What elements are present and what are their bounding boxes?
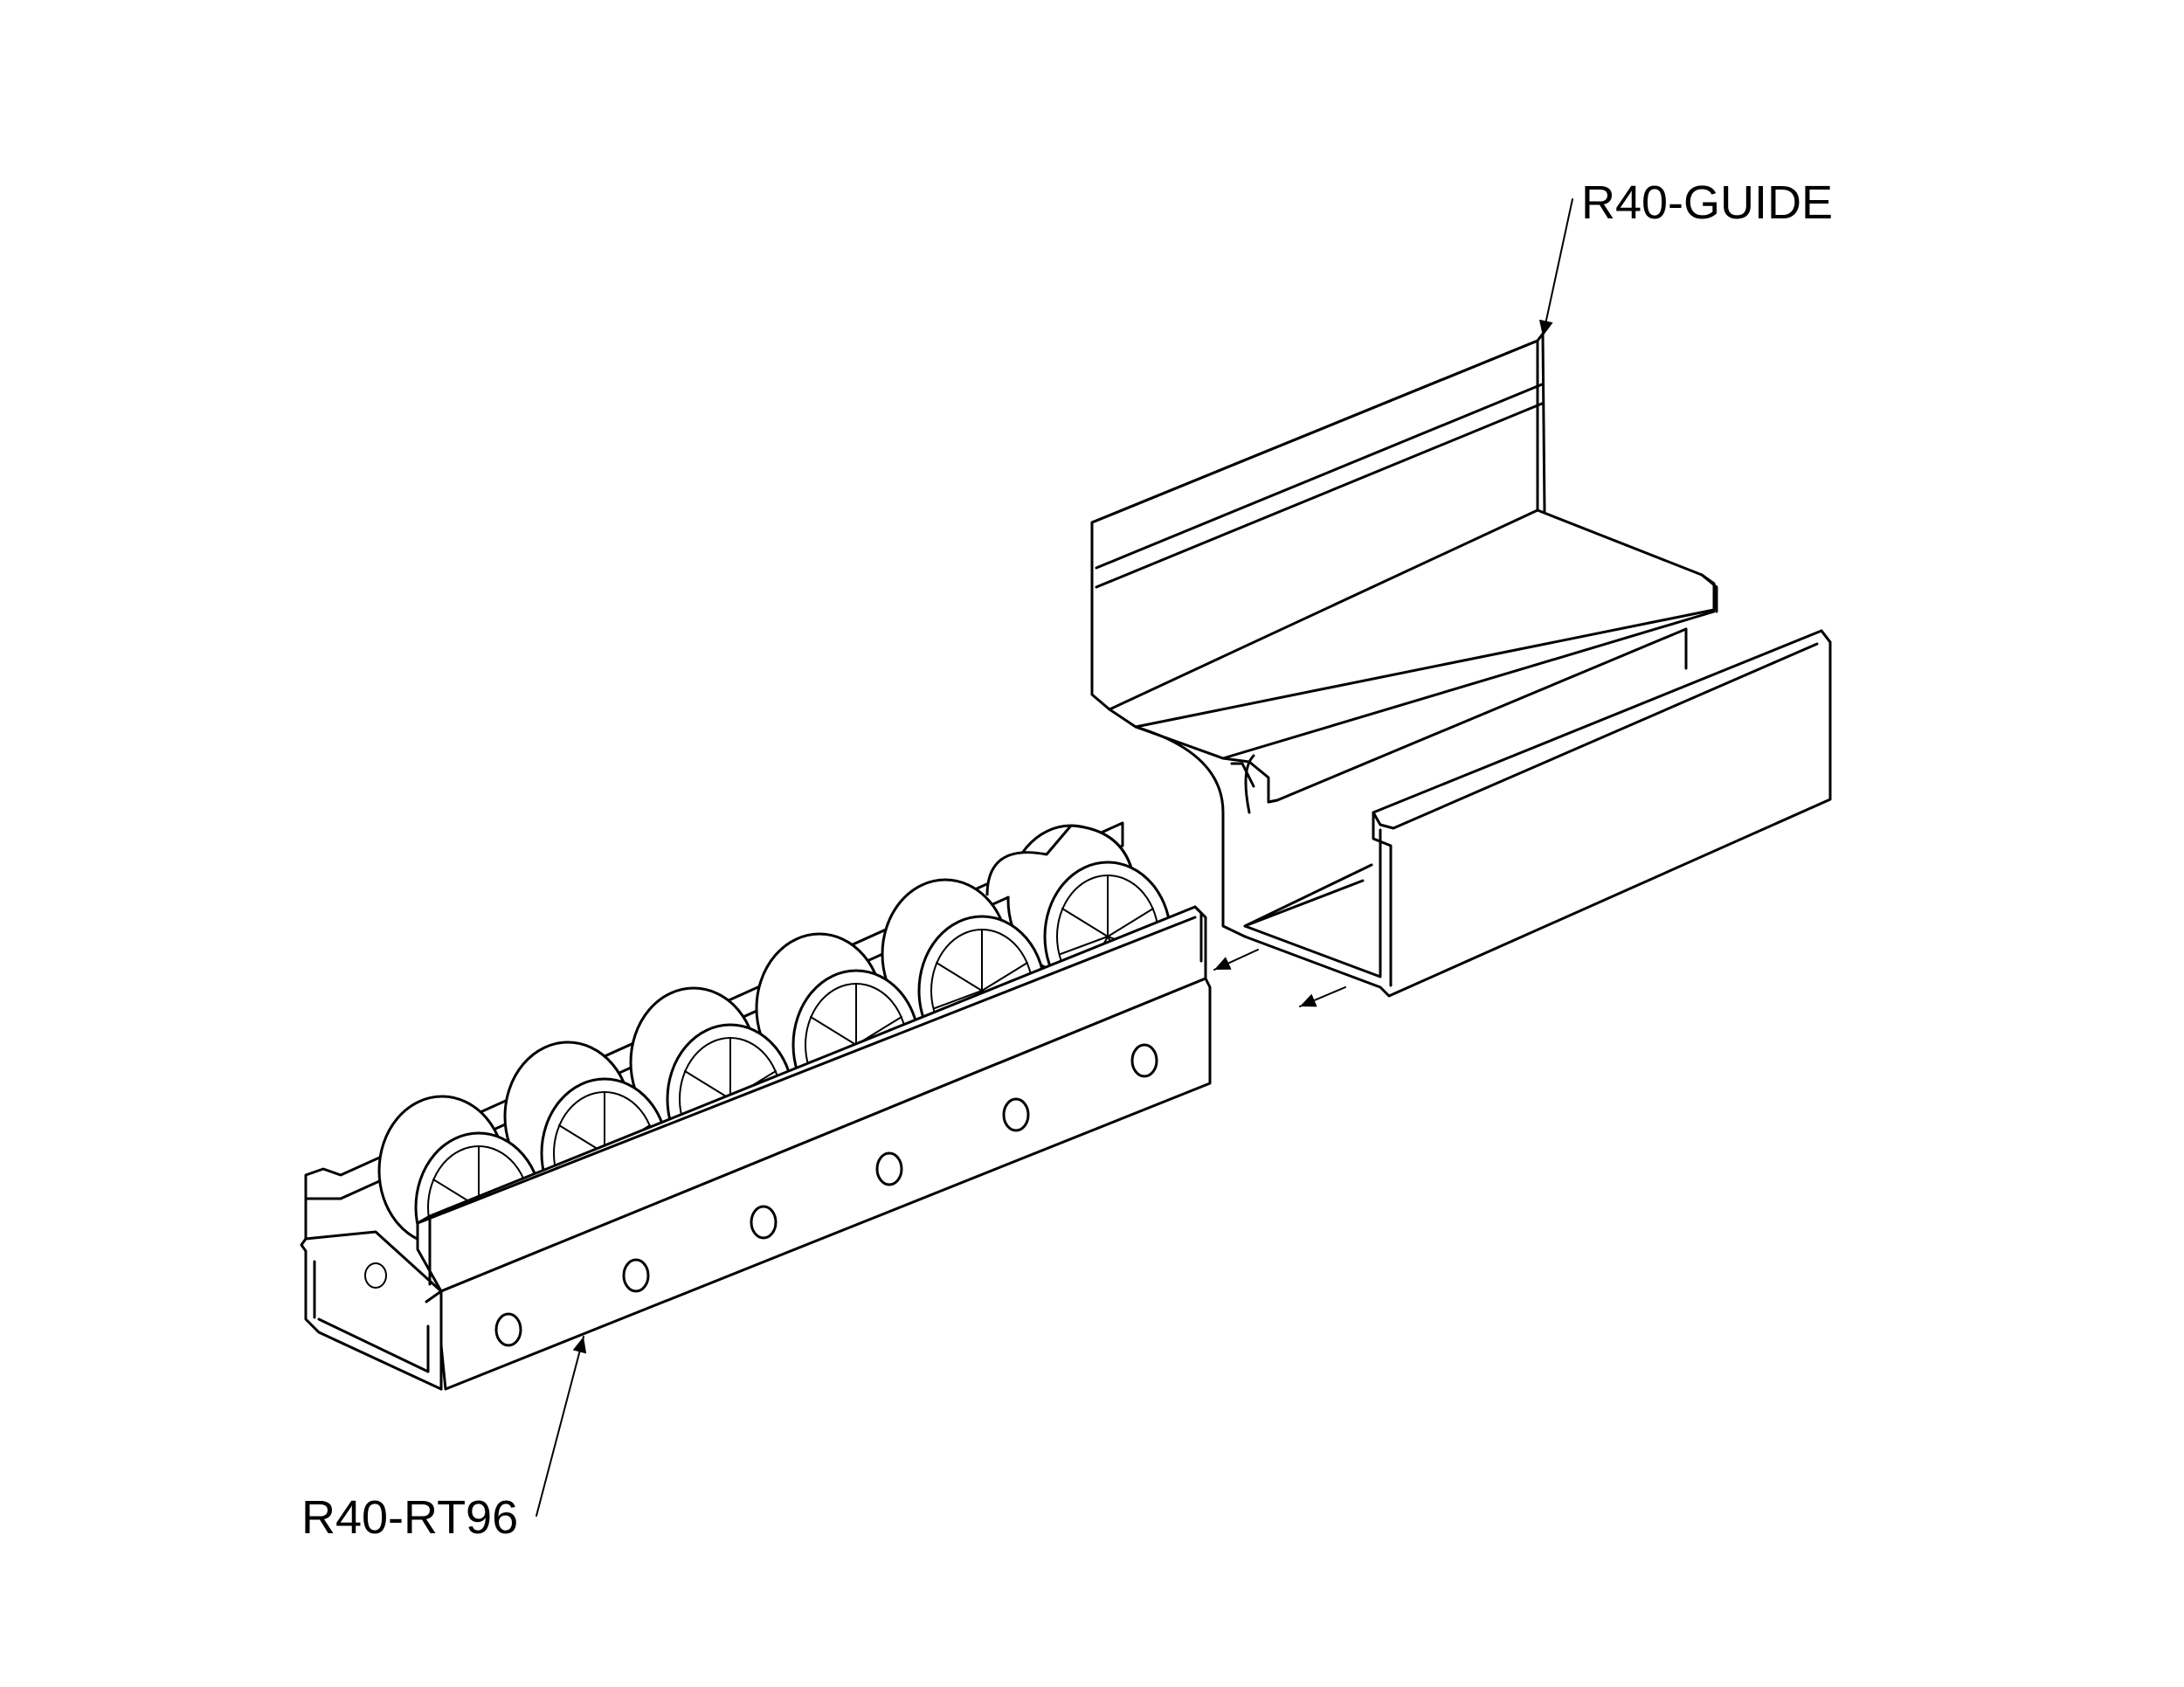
roller-track-label: R40-RT96 <box>301 1491 518 1544</box>
guide-leader-line <box>1538 198 1573 337</box>
assembly-arrow-lower <box>1299 986 1346 1007</box>
guide-profile <box>1090 332 1832 998</box>
roller-track-leader-line <box>536 1336 587 1517</box>
roller-track <box>300 821 1212 1391</box>
assembly-arrow-upper <box>1213 949 1259 971</box>
mounting-holes <box>494 1043 1158 1347</box>
guide-label: R40-GUIDE <box>1581 176 1833 229</box>
